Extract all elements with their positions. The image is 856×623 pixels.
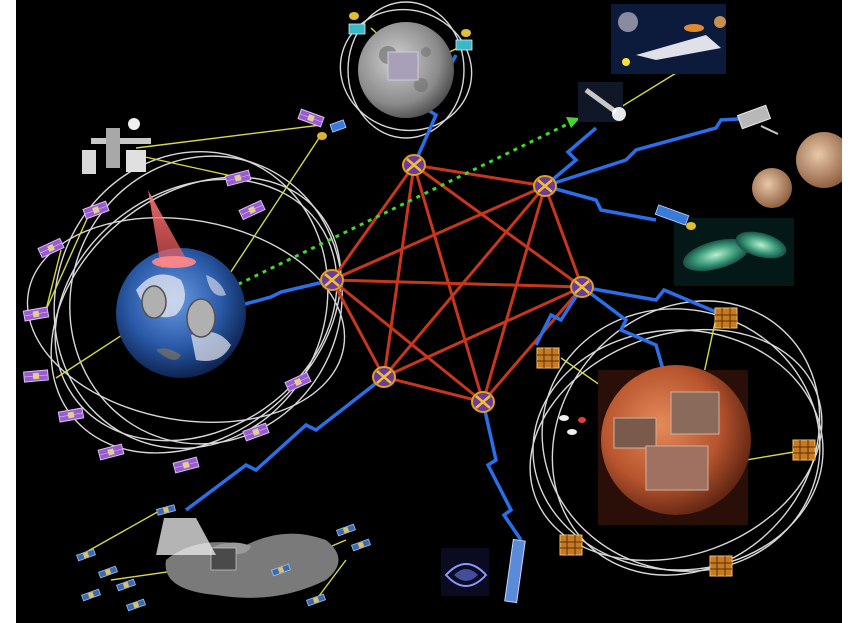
solar-sail-probe bbox=[441, 538, 526, 604]
cubesat-probe bbox=[736, 104, 779, 135]
ring-node-left bbox=[319, 268, 345, 292]
heliophysics-observatory bbox=[654, 204, 794, 286]
ring-node-right bbox=[569, 275, 595, 299]
optical-link-arrowhead bbox=[566, 117, 580, 128]
asteroid-swarm bbox=[76, 504, 371, 612]
earth-beam-cone-base bbox=[152, 256, 196, 268]
ring-node-lower-left bbox=[371, 365, 397, 389]
earth bbox=[116, 248, 246, 378]
moon bbox=[358, 22, 454, 118]
geo-relay-satellite bbox=[317, 119, 347, 140]
ring-node-top bbox=[401, 153, 427, 177]
space-telescope bbox=[578, 82, 626, 122]
network-svg bbox=[22, 1, 842, 612]
lunar-relays bbox=[348, 12, 473, 51]
ring-node-upper-right bbox=[532, 174, 558, 198]
optical-link bbox=[205, 118, 577, 302]
mars bbox=[598, 365, 751, 525]
ring-node-bottom bbox=[470, 390, 496, 414]
outer-planets bbox=[752, 132, 842, 208]
deep-space-probe bbox=[611, 4, 726, 74]
space-network-diagram bbox=[16, 0, 842, 623]
mars-entry-vehicles bbox=[559, 415, 586, 435]
earth-orbit-rings bbox=[26, 150, 346, 454]
ground-dish-antennas bbox=[141, 285, 216, 338]
moon-orbit-rings bbox=[339, 1, 473, 139]
space-station bbox=[82, 118, 151, 174]
earth-beam-cone bbox=[148, 190, 188, 268]
